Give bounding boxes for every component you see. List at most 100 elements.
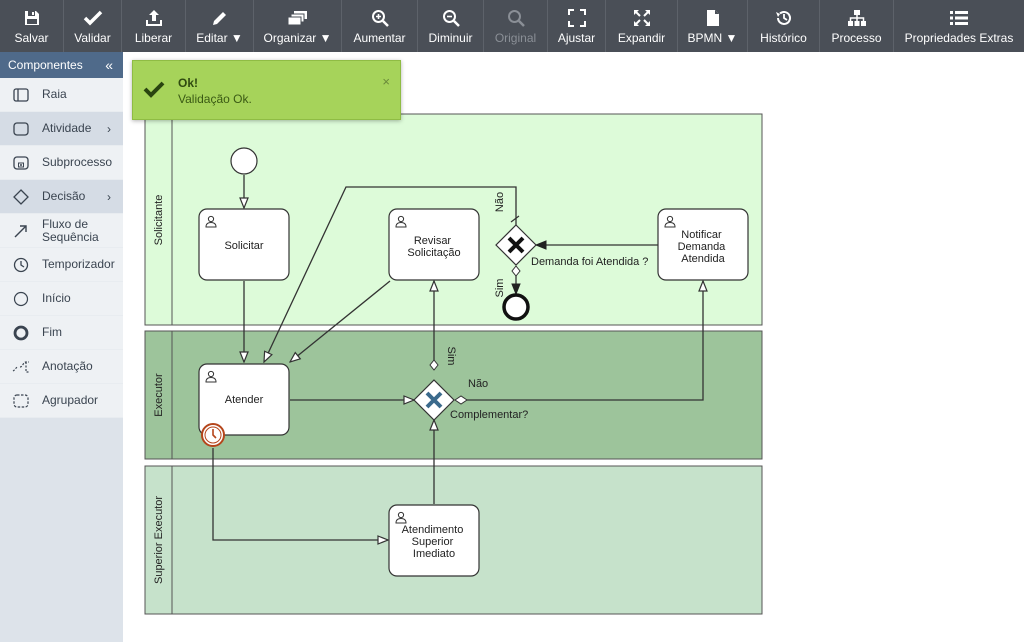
zoom-in-label: Aumentar [353, 31, 406, 45]
close-toast-button[interactable]: × [382, 74, 390, 89]
components-sidebar: Componentes « Raia Atividade › Subproces… [0, 52, 123, 642]
save-button[interactable]: Salvar [0, 0, 64, 52]
sidebar-item-label: Fluxo de Sequência [42, 216, 99, 244]
sidebar-item-label: Decisão [42, 189, 86, 203]
document-icon [705, 7, 721, 29]
bpmn-menu-button[interactable]: BPMN ▼ [678, 0, 748, 52]
history-label: Histórico [760, 31, 807, 45]
sidebar-item-subprocess[interactable]: Subprocesso [0, 146, 123, 180]
task-notificar-demanda-atendida[interactable]: Notificar Demanda Atendida [657, 208, 749, 281]
hierarchy-icon [847, 7, 867, 29]
toolbar: Salvar Validar Liberar Editar ▼ Organiza… [0, 0, 1024, 52]
list-icon [950, 7, 968, 29]
process-label: Processo [831, 31, 882, 45]
release-label: Liberar [134, 31, 173, 45]
task-label-line: Atendida [681, 253, 725, 265]
sidebar-item-label: Início [42, 291, 71, 305]
start-event[interactable] [230, 147, 258, 175]
edit-menu-button[interactable]: Editar ▼ [186, 0, 254, 52]
fit-button[interactable]: Ajustar [548, 0, 606, 52]
validate-button[interactable]: Validar [64, 0, 122, 52]
toast-title: Ok! [178, 76, 199, 90]
user-task-icon [395, 511, 407, 524]
zoom-reset-icon [507, 7, 525, 29]
pencil-icon [211, 7, 229, 29]
zoom-in-icon [371, 7, 389, 29]
task-revisar-solicitacao[interactable]: Revisar Solicitação [388, 208, 480, 281]
sidebar-item-end[interactable]: Fim [0, 316, 123, 350]
extra-properties-label: Propriedades Extras [904, 31, 1014, 45]
task-solicitar[interactable]: Solicitar [198, 208, 290, 281]
end-icon [0, 325, 42, 341]
history-icon [775, 7, 793, 29]
check-icon [143, 80, 165, 103]
flow-label-nao-2: Não [468, 378, 488, 390]
lane-label-executor: Executor [153, 373, 165, 417]
user-task-icon [205, 215, 217, 228]
flow-revisar-atender [290, 280, 391, 362]
task-label-line: Superior [412, 536, 454, 548]
task-atender[interactable]: Atender [198, 363, 290, 436]
sidebar-title: Componentes [8, 58, 83, 72]
task-label: Solicitar [224, 240, 263, 252]
default-flow-marker [510, 215, 520, 223]
lane-label-superior-executor: Superior Executor [153, 496, 165, 584]
group-icon [0, 393, 42, 408]
chevron-right-icon: › [107, 190, 111, 204]
gateway-complementar[interactable]: Complementar? [413, 379, 528, 421]
collapse-sidebar-button[interactable]: « [105, 57, 113, 73]
save-icon [23, 7, 41, 29]
end-event[interactable] [502, 293, 530, 321]
process-button[interactable]: Processo [820, 0, 894, 52]
sidebar-item-decision[interactable]: Decisão › [0, 180, 123, 214]
sidebar-item-annotation[interactable]: Anotação [0, 350, 123, 384]
history-button[interactable]: Histórico [748, 0, 820, 52]
sidebar-item-label: Fim [42, 325, 62, 339]
validation-toast: Ok! Validação Ok. × [132, 60, 401, 120]
lane-icon [0, 87, 42, 102]
boundary-timer-event[interactable] [201, 423, 225, 447]
check-icon [83, 7, 103, 29]
zoom-out-icon [442, 7, 460, 29]
conditional-marker [511, 265, 521, 277]
task-atendimento-superior-imediato[interactable]: Atendimento Superior Imediato [388, 504, 480, 577]
toast-message: Validação Ok. [178, 92, 252, 106]
flow-g1-nao-atender [264, 186, 517, 362]
release-button[interactable]: Liberar [122, 0, 186, 52]
sidebar-item-sequence-flow[interactable]: Fluxo de Sequência [0, 214, 123, 248]
task-label-line: Notificar [681, 229, 722, 241]
exclusive-x-icon [425, 391, 443, 409]
extra-properties-button[interactable]: Propriedades Extras [894, 0, 1024, 52]
sidebar-header: Componentes « [0, 52, 123, 78]
zoom-reset-button[interactable]: Original [484, 0, 548, 52]
lane-label-solicitante: Solicitante [153, 195, 165, 246]
zoom-out-label: Diminuir [428, 31, 473, 45]
start-icon [0, 291, 42, 307]
annotation-icon [0, 360, 42, 374]
flow-label-sim-1: Sim [494, 279, 506, 298]
flow-label-sim-2: Sim [445, 347, 457, 366]
organize-menu-button[interactable]: Organizar ▼ [254, 0, 342, 52]
sidebar-item-activity[interactable]: Atividade › [0, 112, 123, 146]
expand-button[interactable]: Expandir [606, 0, 678, 52]
sidebar-item-group[interactable]: Agrupador [0, 384, 123, 418]
sidebar-item-start[interactable]: Início [0, 282, 123, 316]
chevron-right-icon: › [107, 122, 111, 136]
flow-timer-atendimento [212, 448, 388, 540]
zoom-out-button[interactable]: Diminuir [418, 0, 484, 52]
zoom-in-button[interactable]: Aumentar [342, 0, 418, 52]
user-task-icon [395, 215, 407, 228]
expand-icon [633, 7, 651, 29]
layers-icon [287, 7, 308, 29]
gateway-demanda-atendida[interactable]: Demanda foi Atendida ? [495, 224, 648, 268]
expand-label: Expandir [617, 31, 666, 45]
exclusive-x-icon [507, 236, 525, 254]
sequence-flows [212, 175, 703, 540]
sidebar-item-timer[interactable]: Temporizador [0, 248, 123, 282]
sidebar-item-lane[interactable]: Raia [0, 78, 123, 112]
clock-icon [212, 429, 217, 439]
edit-label: Editar ▼ [196, 31, 243, 45]
sidebar-item-label: Anotação [42, 359, 93, 373]
task-label: Atender [225, 394, 264, 406]
